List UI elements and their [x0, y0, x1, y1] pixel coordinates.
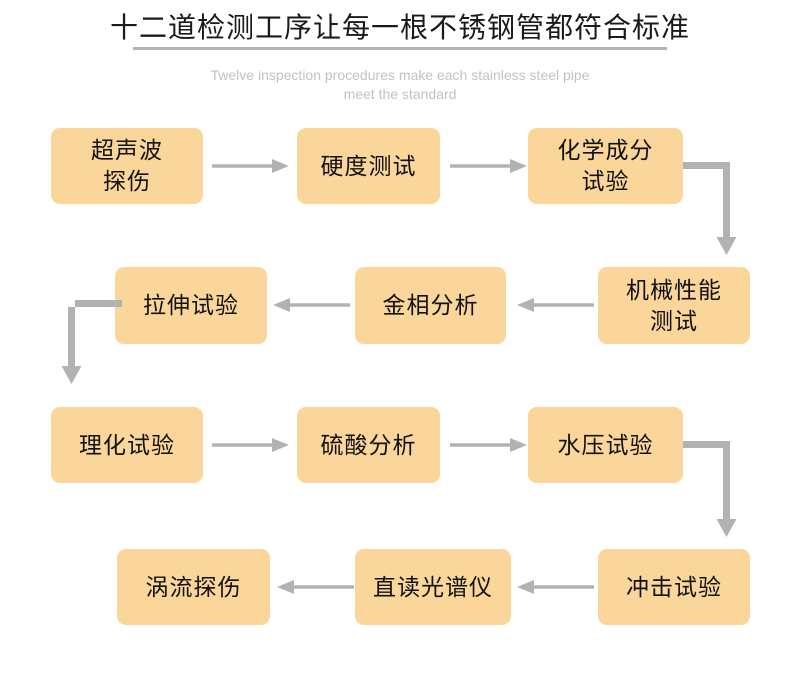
page-title: 十二道检测工序让每一根不锈钢管都符合标准: [109, 12, 690, 43]
arrow-left-step10-to-step11: [516, 577, 594, 597]
arrow-right-step7-to-step8: [212, 435, 290, 455]
flow-step-7-physical-chemical-test[interactable]: 理化试验: [51, 407, 203, 483]
arrow-right-step1-to-step2: [212, 156, 290, 176]
title-underline-divider: [133, 47, 667, 50]
flow-step-9-hydrostatic-test[interactable]: 水压试验: [528, 407, 683, 483]
flow-step-11-direct-reading-spectrometer[interactable]: 直读光谱仪: [355, 549, 511, 625]
elbow-connector-step9-to-step10: [683, 434, 753, 542]
page-subtitle: Twelve inspection procedures make each s…: [210, 67, 590, 102]
flow-step-1-ultrasonic-flaw-detection[interactable]: 超声波 探伤: [51, 128, 203, 204]
elbow-connector-step6-to-step7: [60, 293, 122, 389]
flow-step-10-impact-test[interactable]: 冲击试验: [598, 549, 750, 625]
flow-step-4-mechanical-property-test[interactable]: 机械性能 测试: [598, 267, 750, 344]
arrow-right-step8-to-step9: [450, 435, 528, 455]
elbow-connector-step3-to-step4: [683, 155, 753, 260]
arrow-left-step4-to-step5: [516, 295, 594, 315]
arrow-right-step2-to-step3: [450, 156, 528, 176]
arrow-left-step11-to-step12: [276, 577, 354, 597]
flow-step-3-chemical-composition-test[interactable]: 化学成分 试验: [528, 128, 683, 204]
arrow-left-step5-to-step6: [272, 295, 350, 315]
flow-step-12-eddy-current-flaw-detection[interactable]: 涡流探伤: [117, 549, 270, 625]
flow-step-2-hardness-test[interactable]: 硬度测试: [297, 128, 440, 204]
flow-step-6-tensile-test[interactable]: 拉伸试验: [115, 267, 267, 344]
flow-step-8-sulfuric-acid-analysis[interactable]: 硫酸分析: [297, 407, 440, 483]
flow-step-5-metallographic-analysis[interactable]: 金相分析: [355, 267, 506, 344]
